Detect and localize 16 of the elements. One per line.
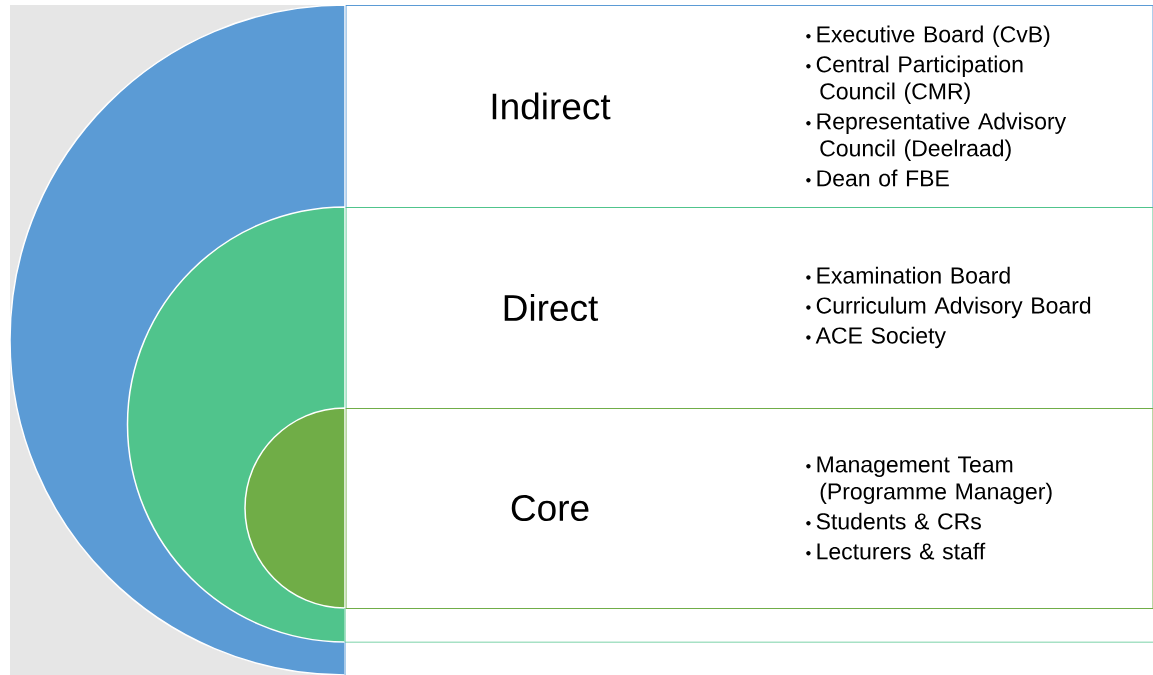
bullet-item: Lecturers & staff	[806, 542, 986, 560]
band-title: Core	[511, 494, 589, 522]
band-box	[345, 207, 1153, 409]
bullet-item: Central Participation Council (CMR)	[806, 55, 1023, 104]
band-box	[345, 5, 1153, 208]
bullet-item: Curriculum Advisory Board	[806, 296, 1091, 319]
band-box	[345, 408, 1153, 609]
band-title: Direct	[504, 293, 599, 322]
bullet-item: Representative Advisory Council (Deelraad)	[806, 112, 1067, 161]
bullet-item: Students & CRs	[806, 512, 981, 530]
bullet-item: ACE Society	[806, 326, 946, 349]
bullet-item: Dean of FBE	[806, 169, 949, 187]
bullet-item: Examination Board	[806, 266, 1010, 284]
bullet-item: Executive Board (CvB)	[806, 25, 1050, 47]
band-title: Indirect	[492, 92, 611, 120]
bullet-item: Management Team (Programme Manager)	[806, 456, 1052, 505]
